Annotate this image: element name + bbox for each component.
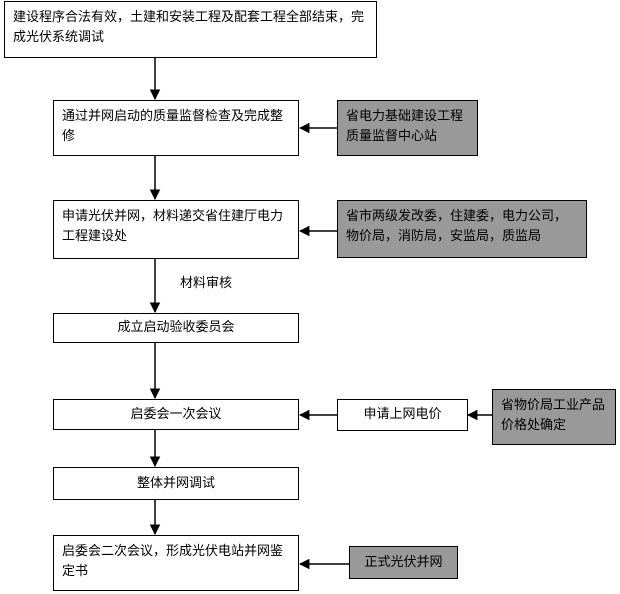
step-1-box: 建设程序合法有效，土建和安装工程及配套工程全部结束，完成光伏系统调试 [4, 1, 377, 58]
agencies-box: 省市两级发改委，住建委，电力公司，物价局，消防局，安监局，质监局 [337, 200, 587, 258]
step-2-box: 通过并网启动的质量监督检查及完成整修 [53, 100, 299, 156]
step-4-box: 成立启动验收委员会 [53, 313, 299, 343]
step-5-box: 启委会一次会议 [53, 399, 299, 430]
step-7-box: 启委会二次会议，形成光伏电站并网鉴定书 [53, 535, 299, 591]
step-6-box: 整体并网调试 [53, 467, 299, 500]
quality-center-box: 省电力基础建设工程质量监督中心站 [337, 100, 478, 156]
edge-label-material-review: 材料审核 [180, 276, 233, 291]
apply-price-box: 申请上网电价 [337, 399, 468, 431]
price-bureau-box: 省物价局工业产品价格处确定 [492, 389, 616, 445]
grid-connect-box: 正式光伏并网 [349, 546, 458, 579]
step-3-box: 申请光伏并网，材料递交省住建厅电力工程建设处 [53, 200, 299, 259]
